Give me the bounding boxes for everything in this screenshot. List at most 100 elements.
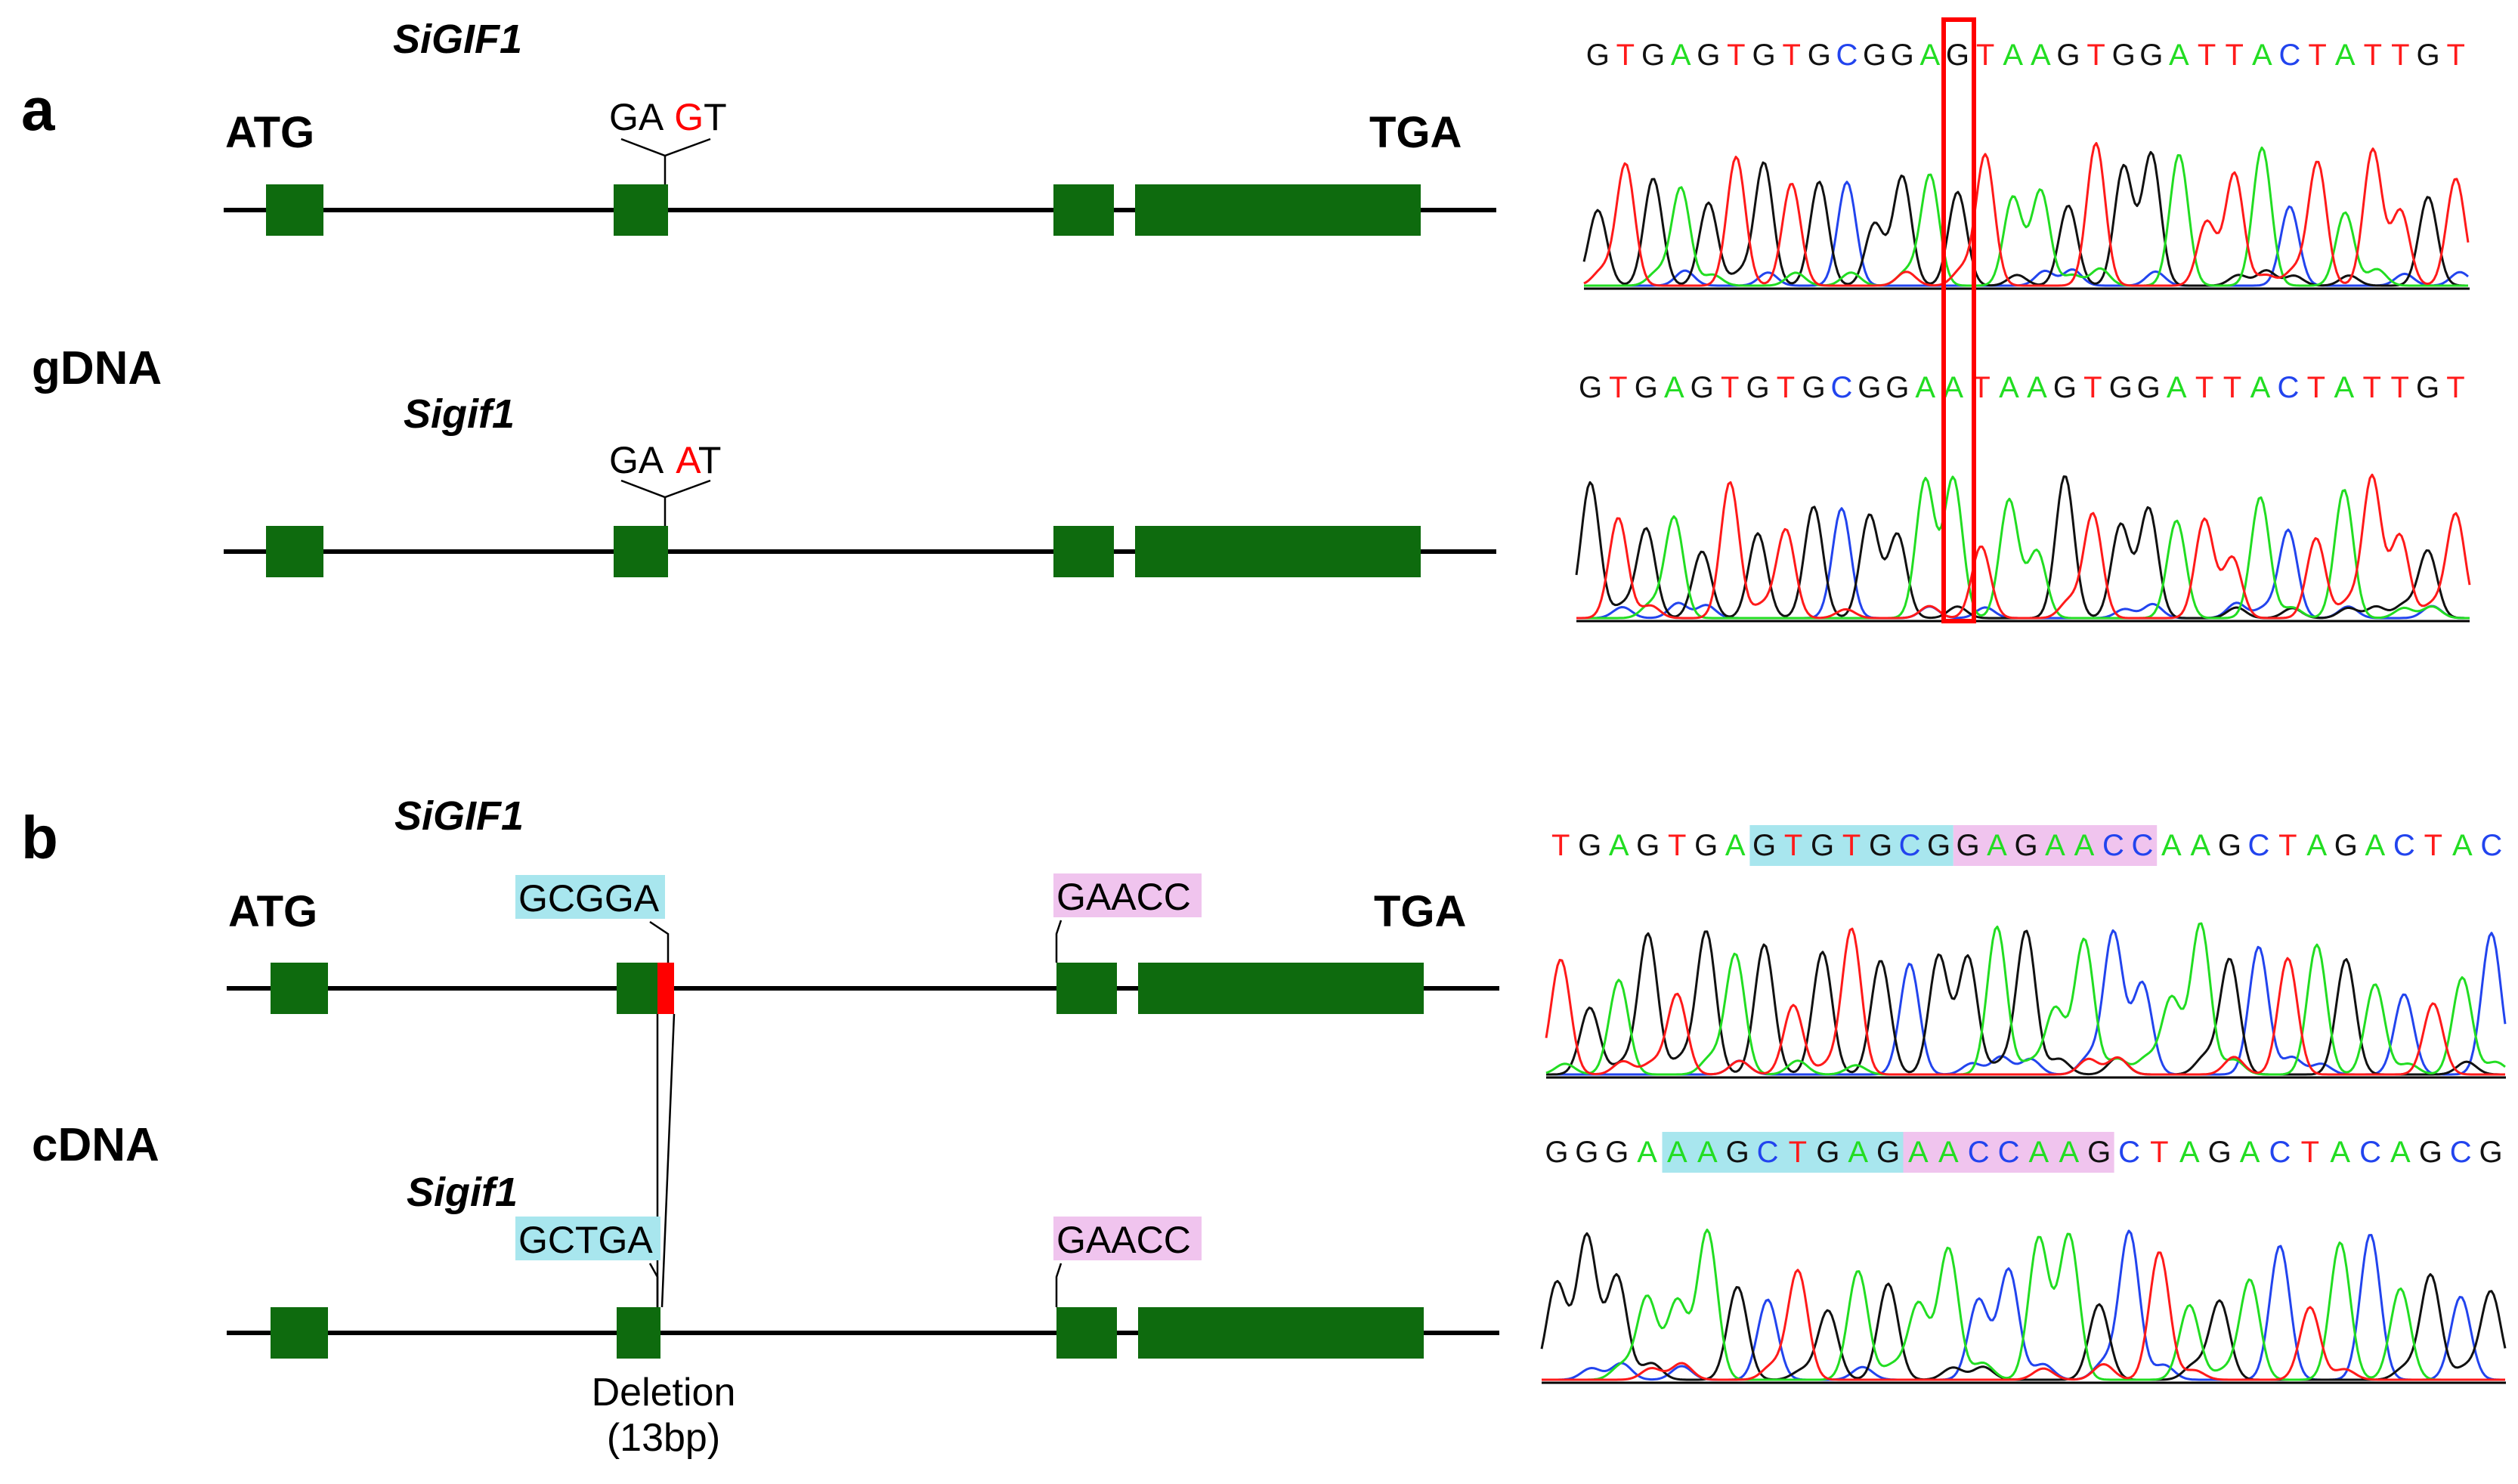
base-letter: C [2269,1136,2291,1169]
base-letter: C [1998,1136,2020,1169]
base-letter: T [1789,1136,1807,1169]
base-letter: A [2031,39,2051,72]
base-letter: G [1808,39,1831,72]
base-letter: C [2278,39,2300,72]
base-letter: T [2308,39,2326,72]
base-letter: A [2252,39,2272,72]
base-letter: G [2053,371,2077,404]
splice-site-a-bottom-right: T [698,439,722,481]
base-letter: C [2247,829,2269,862]
base-letter: A [2335,39,2356,72]
traces-b-top [1545,922,2507,1076]
highlight-box1-b-bottom [515,1217,660,1260]
base-letter: C [2450,1136,2472,1169]
site-box1-b-top: GCGGA [518,877,660,920]
base-letter: A [2250,371,2271,404]
base-letter: A [2390,1136,2411,1169]
base-letter: G [2416,371,2439,404]
base-letter: A [2003,39,2023,72]
gene-name-a-bottom: Sigif1 [404,391,515,437]
start-codon-a-top: ATG [225,108,314,157]
trace-G-b-top [1546,929,2505,1076]
mutation-highlight-box [1941,17,1976,623]
splice-site-a-bottom: GA AT [609,439,721,481]
base-letter: A [2059,1136,2079,1169]
base-letter: A [1664,371,1684,404]
base-letter: G [1858,371,1881,404]
splice-site-a-top-mut: G [674,96,704,138]
callout-a-bottom [620,479,711,499]
panel-b-letter: b [21,804,58,871]
base-letter: C [2393,829,2415,862]
base-letter: G [1635,371,1658,404]
callout-box2-b-bottom [1055,1263,1063,1307]
base-letter: T [1784,829,1802,862]
trace-A-a-top [1584,146,2468,287]
gene-name-a-top: SiGIF1 [393,17,522,62]
base-letter: T [2390,371,2408,404]
base-letter: T [1609,371,1627,404]
base-letter: A [2027,371,2047,404]
base-letter: A [1667,1136,1687,1169]
seq-highlight-b-top-0 [1749,825,1953,866]
base-letter: A [2045,829,2065,862]
exon-3-b-bottom [1056,1307,1117,1359]
base-letter: A [1697,1136,1718,1169]
base-letter: A [2191,829,2211,862]
base-letter: G [2139,39,2163,72]
callout-box2-b-top [1055,920,1063,963]
base-letter: A [2240,1136,2260,1169]
base-letter: G [1605,1136,1629,1169]
base-letter: G [1816,1136,1839,1169]
exon-4-a-bottom [1135,526,1421,577]
base-letter: T [1777,371,1795,404]
base-letter: C [2480,829,2502,862]
base-letter: A [1999,371,2019,404]
exon-4-b-top [1138,963,1424,1014]
base-letter: G [2218,829,2241,862]
base-letter: A [1725,829,1746,862]
base-letter: A [1671,39,1691,72]
exon-4-b-bottom [1138,1307,1424,1359]
exon-1-b-top [271,963,328,1014]
base-letter: T [1976,39,1994,72]
base-letter: A [2334,371,2354,404]
cdna-label: cDNA [32,1119,159,1171]
base-letter: A [1938,1136,1959,1169]
base-letter: T [2307,371,2325,404]
base-letter: G [2417,39,2440,72]
traces-b-bottom [1540,1229,2507,1381]
base-letter: A [2167,371,2187,404]
base-letter: C [1836,39,1858,72]
base-letter: C [1899,829,1921,862]
splice-site-a-bottom-mut: A [676,439,701,481]
base-letter: G [1752,39,1776,72]
trace-G-a-bottom [1575,475,2470,620]
base-letter: A [1609,829,1629,862]
base-letter: T [2223,371,2241,404]
base-letter: G [1927,829,1950,862]
base-letter: G [1578,829,1601,862]
splice-site-a-bottom-left: GA [609,439,664,481]
base-letter: T [1782,39,1800,72]
exon-3-a-bottom [1053,526,1114,577]
base-letter: A [2452,829,2473,862]
base-letter: C [2277,371,2299,404]
site-box1-b-bottom: GCTGA [518,1219,653,1261]
base-letter: A [2330,1136,2350,1169]
highlight-box1-b-top [515,875,665,919]
trace-A-b-bottom [1542,1229,2505,1381]
deleted-segment-b-top [657,963,674,1014]
base-letter: G [2419,1136,2442,1169]
base-letter: C [2102,829,2124,862]
base-letter: G [1885,371,1909,404]
highlight-box2-b-top [1053,873,1202,917]
seq-highlight-b-bottom-1 [1903,1132,2114,1173]
gdna-label: gDNA [32,342,162,394]
trace-C-b-top [1546,929,2507,1076]
